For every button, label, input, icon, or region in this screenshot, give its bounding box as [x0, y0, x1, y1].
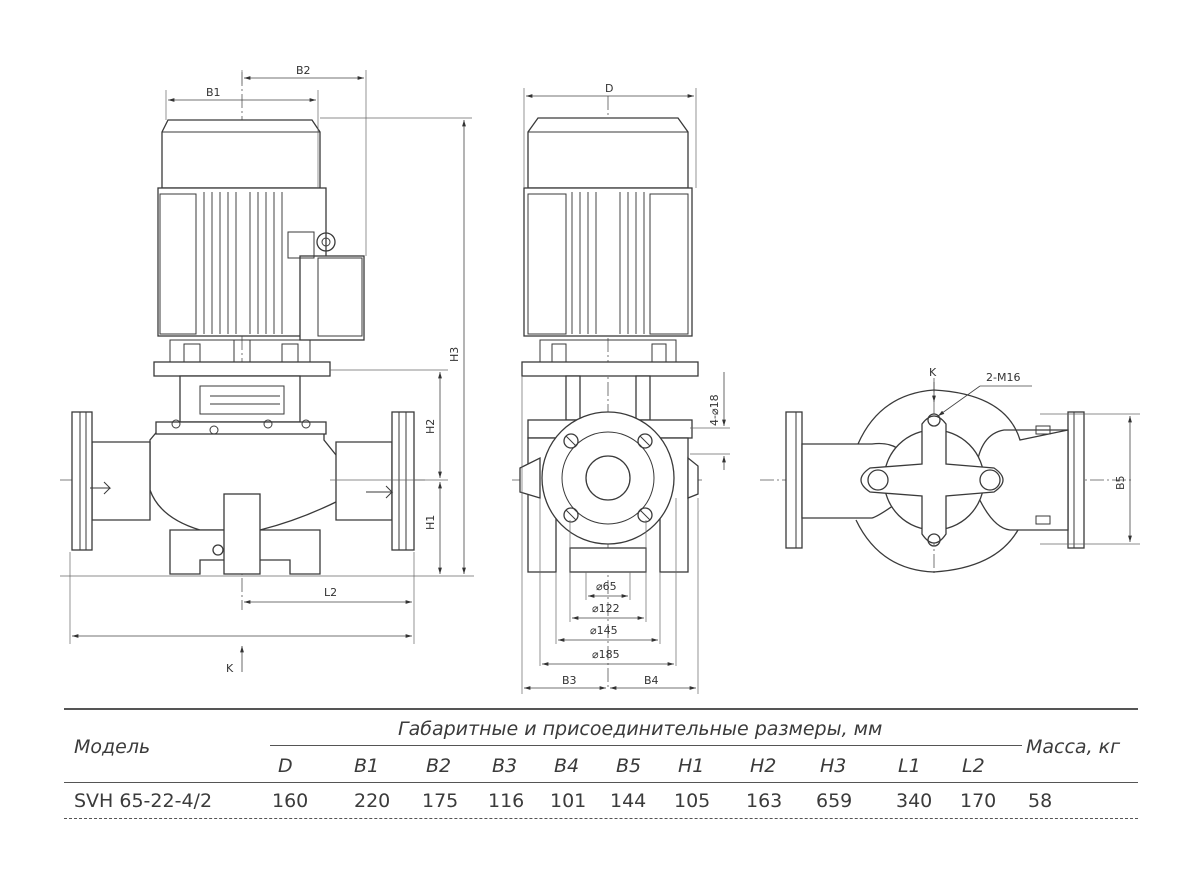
column-header: B3 [492, 755, 518, 777]
label-B4: B4 [644, 674, 659, 687]
front-dimensions: B2 B1 H3 H2 H1 L2 K [60, 64, 474, 675]
label-d185: ⌀185 [592, 648, 620, 661]
label-B1: B1 [206, 86, 221, 99]
group-header: Габаритные и присоединительные размеры, … [398, 718, 883, 740]
column-header: H3 [820, 755, 847, 777]
column-header: B1 [354, 755, 380, 777]
side-view [512, 96, 704, 690]
column-header: H1 [678, 755, 705, 777]
column-header: L1 [898, 755, 921, 777]
label-K-top: K [929, 366, 937, 379]
row-value: 163 [746, 790, 783, 812]
label-d65: ⌀65 [596, 580, 617, 593]
label-D: D [605, 82, 613, 95]
row-model: SVH 65-22-4/2 [74, 790, 213, 812]
row-value: 170 [960, 790, 997, 812]
mass-header: Масса, кг [1026, 736, 1121, 758]
label-L2: L2 [324, 586, 337, 599]
label-bolts: 2-M16 [986, 371, 1020, 384]
label-d145: ⌀145 [590, 624, 618, 637]
label-H2: H2 [424, 419, 437, 434]
row-mass: 58 [1028, 790, 1053, 812]
column-header: B2 [426, 755, 452, 777]
table-top-rule [64, 708, 1138, 710]
table-group-rule [270, 745, 1022, 746]
row-value: 101 [550, 790, 587, 812]
label-holes: 4-⌀18 [708, 394, 721, 426]
column-header: H2 [750, 755, 777, 777]
label-d122: ⌀122 [592, 602, 620, 615]
pump-dimension-drawing: B2 B1 H3 H2 H1 L2 K [60, 64, 1140, 694]
label-H1: H1 [424, 515, 437, 530]
row-value: 144 [610, 790, 647, 812]
front-view [60, 72, 425, 610]
row-value: 659 [816, 790, 853, 812]
label-B5: B5 [1114, 475, 1127, 490]
spec-table: Модель Габаритные и присоединительные ра… [64, 708, 1138, 820]
row-value: 160 [272, 790, 309, 812]
table-header-rule [64, 782, 1138, 783]
row-value: 116 [488, 790, 525, 812]
side-dimensions: D 4-⌀18 ⌀65 ⌀122 ⌀145 ⌀185 B3 B4 [521, 82, 730, 694]
label-K-view: K [226, 662, 234, 675]
label-B2: B2 [296, 64, 311, 77]
top-dimensions: K 2-M16 B5 [929, 366, 1140, 545]
column-header: B4 [554, 755, 580, 777]
row-value: 105 [674, 790, 711, 812]
column-header: B5 [616, 755, 642, 777]
row-value: 340 [896, 790, 933, 812]
row-value: 175 [422, 790, 459, 812]
label-H3: H3 [448, 347, 461, 362]
column-header: L2 [962, 755, 985, 777]
table-bottom-rule [64, 818, 1138, 819]
label-B3: B3 [562, 674, 577, 687]
side-fins [571, 192, 645, 334]
motor-fins [203, 192, 283, 334]
model-header: Модель [74, 736, 151, 758]
top-view [760, 378, 1132, 576]
column-header: D [278, 755, 293, 777]
row-value: 220 [354, 790, 391, 812]
